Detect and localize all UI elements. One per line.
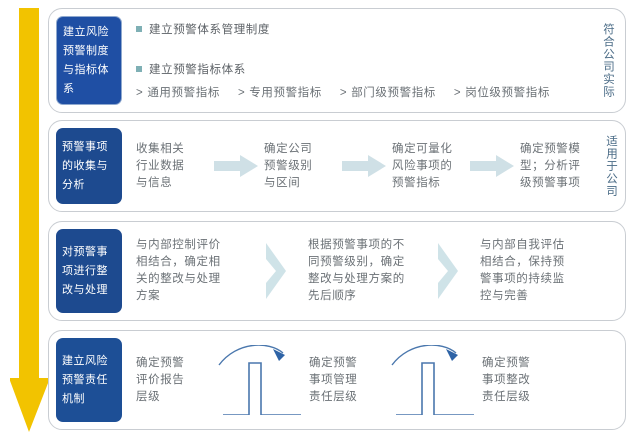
chevron-right-icon	[418, 243, 480, 299]
sub-item-list: >通用预警指标 >专用预警指标 >部门级预警指标 >岗位级预警指标	[136, 84, 595, 100]
down-arrow-icon	[10, 8, 50, 432]
chevron-right-icon	[246, 243, 308, 299]
sub-item: >通用预警指标	[136, 84, 220, 100]
sub-item: >岗位级预警指标	[454, 84, 550, 100]
step-up-curved-arrow-icon	[214, 345, 309, 415]
sub-item-label: 专用预警指标	[249, 87, 322, 99]
step-text: 确定预警 事项管理 责任层级	[309, 356, 358, 403]
step-list-2: 收集相关 行业数据 与信息 确定公司 预警级别 与区间 确定可量化 风险事项的 …	[122, 121, 598, 211]
gt-marker: >	[136, 87, 144, 99]
gt-marker: >	[339, 87, 348, 99]
step-text: 与内部控制评价 相结合，确定相 关的整改与处理 方案	[136, 239, 221, 302]
step-text: 与内部自我评估 相结合，保持预 警事项的持续监 控与完善	[480, 239, 565, 302]
step-text: 确定预警 事项整改 责任层级	[482, 356, 531, 403]
bullet-item: 建立预警指标体系	[136, 61, 595, 77]
row-body-1: 建立预警体系管理制度 建立预警指标体系 >通用预警指标 >专用预警指标 >部门级…	[122, 9, 625, 112]
section-row-4: 建立风险预警责任机制 确定预警 评价报告 层级 确定预警 事项管理 责任层级 确…	[48, 330, 626, 430]
row-body-4: 确定预警 评价报告 层级 确定预警 事项管理 责任层级 确定预警 事项整改 责任…	[122, 331, 625, 429]
stage-label-4: 建立风险预警责任机制	[56, 338, 122, 422]
step-text: 确定预警 评价报告 层级	[136, 356, 185, 403]
side-tag-1: 符合公司实际	[602, 23, 614, 98]
bullet-list-1: 建立预警体系管理制度 建立预警指标体系 >通用预警指标 >专用预警指标 >部门级…	[122, 9, 595, 112]
square-bullet-icon	[136, 26, 142, 32]
gt-marker: >	[453, 87, 462, 99]
square-bullet-icon	[136, 66, 142, 72]
step-list-4: 确定预警 评价报告 层级 确定预警 事项管理 责任层级 确定预警 事项整改 责任…	[122, 331, 595, 429]
section-row-2: 预警事项的收集与分析 收集相关 行业数据 与信息 确定公司 预警级别 与区间 确…	[48, 120, 626, 212]
right-arrow-icon	[464, 155, 520, 177]
side-tag-2: 适用于公司	[605, 134, 617, 198]
sub-item-label: 通用预警指标	[147, 87, 220, 99]
step-text: 确定公司 预警级别 与区间	[264, 142, 313, 189]
bullet-label: 建立预警体系管理制度	[149, 24, 270, 36]
sub-item: >部门级预警指标	[340, 84, 436, 100]
section-row-1: 建立风险预警制度与指标体系 建立预警体系管理制度 建立预警指标体系 >通用预警指…	[48, 8, 626, 113]
row-body-2: 收集相关 行业数据 与信息 确定公司 预警级别 与区间 确定可量化 风险事项的 …	[122, 121, 628, 211]
sub-item-label: 部门级预警指标	[351, 87, 436, 99]
row-body-3: 与内部控制评价 相结合，确定相 关的整改与处理 方案 根据预警事项的不 同预警级…	[122, 222, 626, 320]
gt-marker: >	[237, 87, 246, 99]
stage-label-2: 预警事项的收集与分析	[56, 128, 122, 204]
stage-label-1: 建立风险预警制度与指标体系	[56, 16, 122, 105]
step-text: 确定预警模 型；分析评 级预警事项	[520, 142, 581, 189]
step-text: 收集相关 行业数据 与信息	[136, 142, 185, 189]
stage-label-3: 对预警事项进行整改与处理	[56, 229, 122, 313]
step-up-curved-arrow-icon	[387, 345, 482, 415]
step-list-3: 与内部控制评价 相结合，确定相 关的整改与处理 方案 根据预警事项的不 同预警级…	[122, 222, 596, 320]
right-arrow-icon	[208, 155, 264, 177]
sub-item-label: 岗位级预警指标	[465, 87, 550, 99]
section-row-3: 对预警事项进行整改与处理 与内部控制评价 相结合，确定相 关的整改与处理 方案 …	[48, 221, 626, 321]
step-text: 根据预警事项的不 同预警级别，确定 整改与处理方案的 先后顺序	[308, 239, 405, 302]
bullet-label: 建立预警指标体系	[149, 64, 246, 76]
bullet-item: 建立预警体系管理制度	[136, 21, 595, 37]
sub-item: >专用预警指标	[238, 84, 322, 100]
right-arrow-icon	[336, 155, 392, 177]
step-text: 确定可量化 风险事项的 预警指标	[392, 142, 453, 189]
